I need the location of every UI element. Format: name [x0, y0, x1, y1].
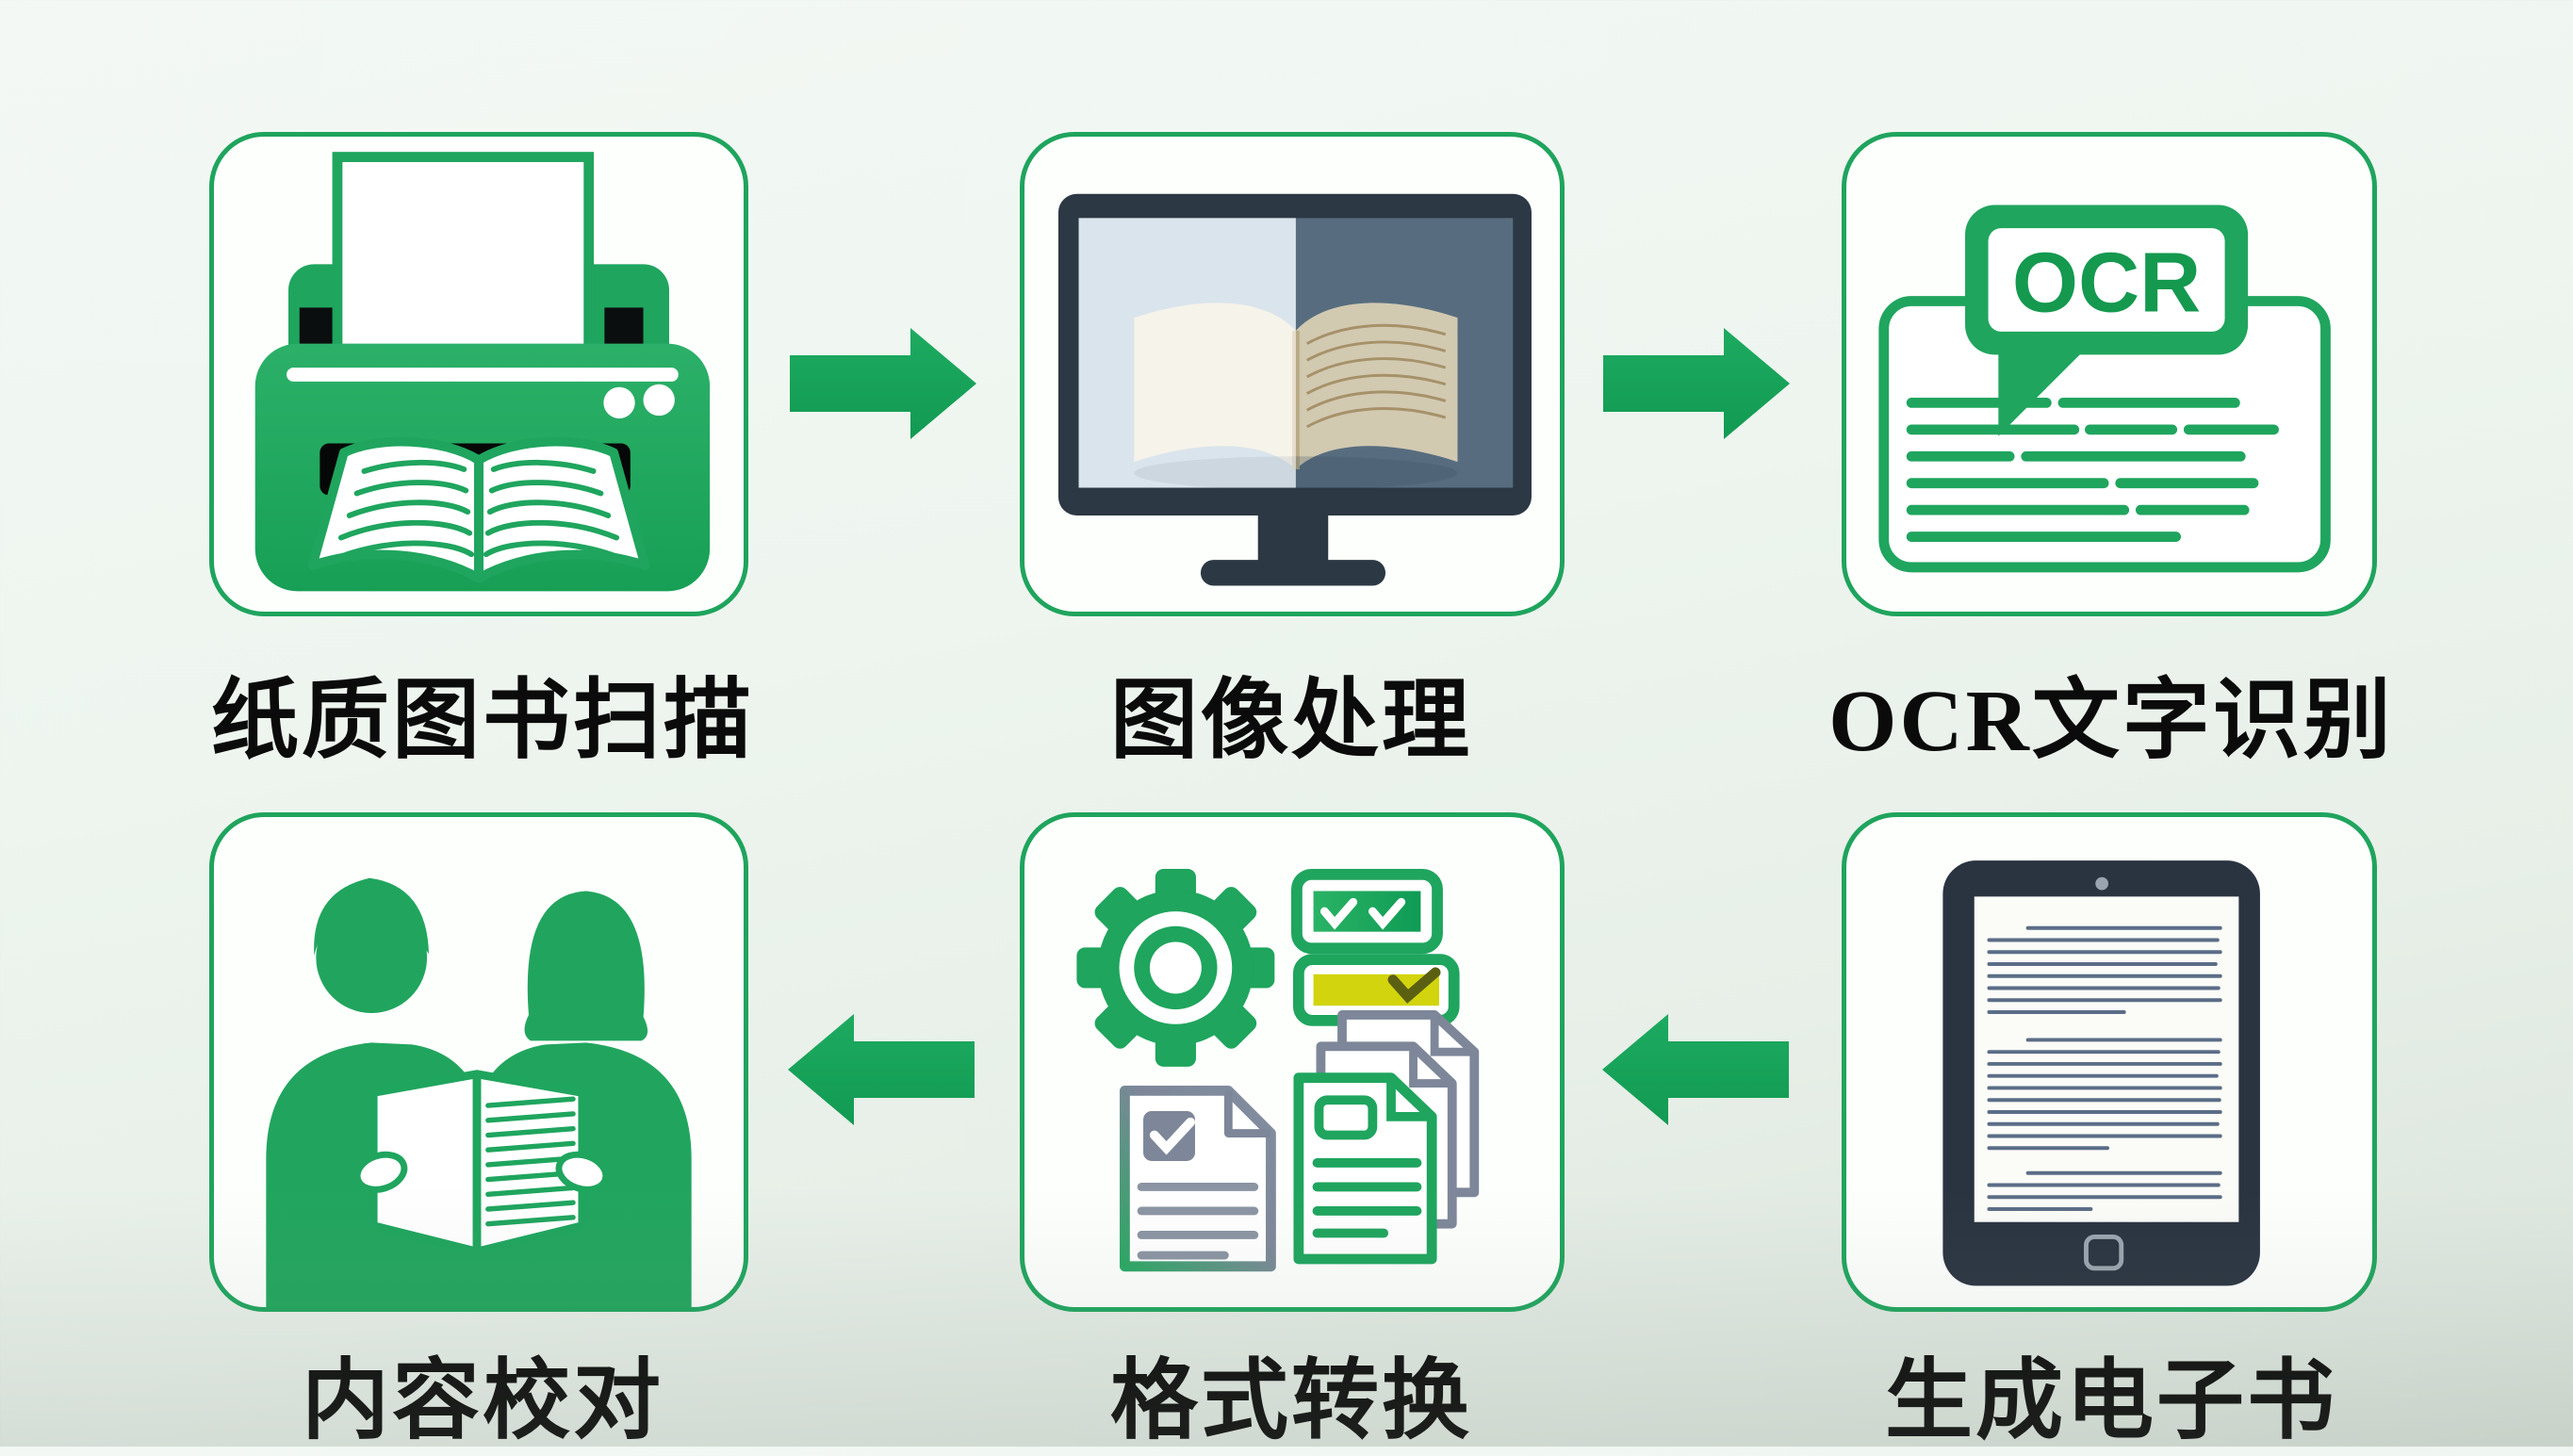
printer-scanning-book-icon	[254, 152, 711, 592]
step-label-proofreading: 内容校对	[302, 1353, 664, 1450]
gear-documents-icon	[1076, 868, 1480, 1272]
checklist-row-checked	[1291, 868, 1443, 955]
gear-icon	[1076, 868, 1275, 1067]
flow-arrow-left-1	[1602, 1014, 1789, 1125]
step-label-image-processing: 图像处理	[1110, 673, 1472, 770]
checked-document-icon	[1120, 1086, 1276, 1272]
step-label-ebook: 生成电子书	[1885, 1353, 2337, 1450]
step-box-image-processing	[1020, 132, 1565, 616]
flow-arrow-right-1	[790, 328, 976, 439]
step-label-scan: 纸质图书扫描	[211, 673, 754, 770]
home-button-icon	[2084, 1234, 2124, 1271]
step-box-proofreading	[209, 812, 748, 1312]
step-box-ebook	[1842, 812, 2377, 1312]
people-proofreading-icon	[266, 877, 692, 1307]
step-label-format-conversion: 格式转换	[1110, 1353, 1472, 1450]
ocr-document-icon: OCR	[1878, 204, 2331, 573]
ereader-text-lines	[1987, 925, 2222, 1211]
ocr-badge-text: OCR	[2012, 235, 2201, 330]
flow-arrow-right-2	[1603, 328, 1790, 439]
step-label-ocr: OCR文字识别	[1828, 673, 2394, 770]
step-box-format-conversion	[1020, 812, 1565, 1312]
document-stack-icon	[1293, 1010, 1480, 1265]
flow-arrow-left-2	[788, 1014, 975, 1125]
ereader-icon	[1942, 860, 2260, 1286]
monitor-image-compare-icon	[1057, 193, 1532, 586]
camera-dot-icon	[2095, 876, 2109, 891]
step-box-ocr: OCR	[1842, 132, 2377, 616]
step-box-scan	[209, 132, 748, 616]
